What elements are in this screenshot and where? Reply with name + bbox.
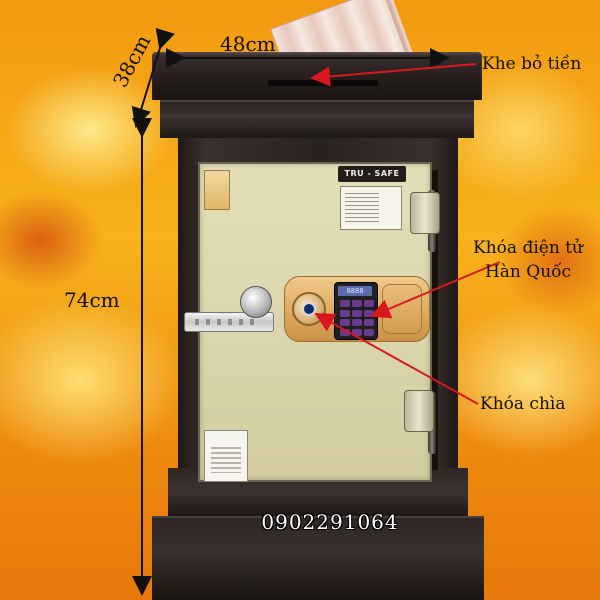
key-lock-arrow [314, 313, 479, 405]
keypad-key [340, 319, 350, 326]
key-lock-label: Khóa chìa [480, 394, 566, 414]
keypad-key [352, 328, 362, 336]
brand-plate: TRU - SAFE [338, 166, 406, 182]
keypad-display: 8888 [338, 286, 372, 296]
keypad-buttons [340, 300, 374, 336]
money-slot-label: Khe bỏ tiền [482, 54, 582, 74]
keypad-key [340, 309, 350, 317]
height-label: 74cm [64, 288, 120, 312]
safe-plinth [152, 516, 484, 600]
width-label: 48cm [220, 32, 276, 56]
phone-number: 0902291064 [261, 510, 399, 534]
keypad-key [340, 300, 350, 307]
keypad-key [364, 328, 374, 336]
keypad-key [340, 328, 350, 336]
keypad-key [352, 300, 362, 307]
keyhole-icon [302, 302, 316, 316]
electronic-lock-label-line2: Hàn Quốc [484, 262, 572, 282]
hinge-top [410, 192, 440, 234]
warning-sticker [204, 170, 230, 210]
money-slot-arrow [310, 63, 477, 87]
passed-sticker [204, 430, 248, 482]
hinge-bottom [404, 390, 434, 432]
handle-icon [240, 286, 272, 318]
electronic-lock-label: Khóa điện tử Hàn Quốc [460, 238, 596, 282]
keypad-key [352, 309, 362, 317]
electronic-lock-arrow [370, 261, 501, 319]
info-card [340, 186, 402, 230]
keypad-key [364, 309, 374, 317]
electronic-lock-label-line1: Khóa điện tử [473, 238, 583, 258]
keypad-key [364, 319, 374, 326]
door-edge [432, 170, 438, 470]
keypad-key [364, 300, 374, 307]
safe-top-lip [160, 100, 474, 138]
depth-dimension-line [131, 27, 175, 128]
keypad-key [352, 319, 362, 326]
